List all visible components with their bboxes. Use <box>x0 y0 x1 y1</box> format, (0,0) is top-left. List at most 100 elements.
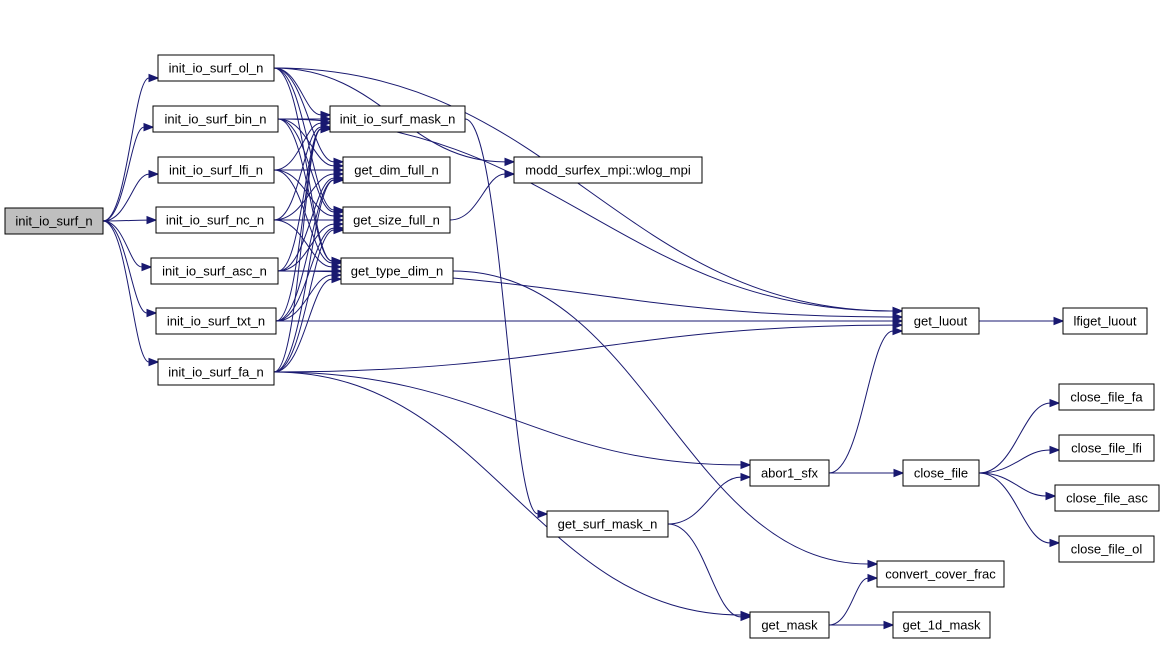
node-init_io_surf_txt_n[interactable]: init_io_surf_txt_n <box>155 307 277 335</box>
node-label: abor1_sfx <box>761 466 819 481</box>
node-close_file_ol[interactable]: close_file_ol <box>1058 535 1155 563</box>
node-box <box>513 156 703 184</box>
node-close_file[interactable]: close_file <box>902 459 980 487</box>
node-init_io_surf_lfi_n[interactable]: init_io_surf_lfi_n <box>157 156 275 184</box>
edge-get_surf_mask_n-to-get_mask <box>667 523 742 618</box>
node-label: init_io_surf_txt_n <box>167 314 265 329</box>
node-box <box>4 207 104 235</box>
node-label: convert_cover_frac <box>885 567 996 582</box>
arrowhead-init_io_surf_n-to-init_io_surf_bin_n <box>143 122 155 132</box>
node-init_io_surf_asc_n[interactable]: init_io_surf_asc_n <box>150 257 279 285</box>
node-label: close_file_lfi <box>1071 441 1142 456</box>
node-close_file_lfi[interactable]: close_file_lfi <box>1058 434 1155 462</box>
node-get_1d_mask[interactable]: get_1d_mask <box>892 611 991 639</box>
node-box <box>749 459 830 487</box>
arrowhead-init_io_surf_n-to-init_io_surf_nc_n <box>146 215 158 225</box>
node-init_io_surf_mask_n[interactable]: init_io_surf_mask_n <box>329 105 466 133</box>
node-init_io_surf_fa_n[interactable]: init_io_surf_fa_n <box>157 358 275 386</box>
edge-init_io_surf_ol_n-to-get_dim_full_n <box>273 67 335 163</box>
arrowhead-init_io_surf_fa_n-to-get_type_dim_n <box>331 274 343 284</box>
arrowhead-get_mask-to-get_1d_mask <box>883 620 895 630</box>
node-lfiget_luout[interactable]: lfiget_luout <box>1062 307 1148 335</box>
node-label: init_io_surf_mask_n <box>340 112 456 127</box>
edge-init_io_surf_fa_n-to-get_dim_full_n <box>273 179 335 373</box>
node-init_io_surf_ol_n[interactable]: init_io_surf_ol_n <box>157 54 275 82</box>
arrowhead-init_io_surf_n-to-init_io_surf_asc_n <box>141 262 153 272</box>
node-label: init_io_surf_bin_n <box>165 112 267 127</box>
node-box <box>546 510 669 538</box>
node-label: init_io_surf_lfi_n <box>169 163 263 178</box>
arrowhead-init_io_surf_n-to-init_io_surf_fa_n <box>148 357 160 367</box>
arrowhead-init_io_surf_ol_n-to-wlog_mpi <box>504 157 516 167</box>
edge-init_io_surf_txt_n-to-get_dim_full_n <box>275 179 335 322</box>
node-label: close_file_fa <box>1070 390 1143 405</box>
node-box <box>876 560 1005 588</box>
node-wlog_mpi[interactable]: modd_surfex_mpi::wlog_mpi <box>513 156 703 184</box>
node-init_io_surf_nc_n[interactable]: init_io_surf_nc_n <box>155 206 275 234</box>
node-box <box>749 611 830 639</box>
nodes-layer: init_io_surf_n init_io_surf_ol_n init_io_s… <box>4 54 1160 639</box>
node-box <box>902 459 980 487</box>
node-box <box>342 206 451 234</box>
node-init_io_surf_bin_n[interactable]: init_io_surf_bin_n <box>152 105 279 133</box>
edge-init_io_surf_n-to-init_io_surf_ol_n <box>102 77 150 222</box>
node-label: init_io_surf_fa_n <box>168 365 263 380</box>
edge-init_io_surf_bin_n-to-get_type_dim_n <box>277 118 333 262</box>
arrowhead-get_luout-to-lfiget_luout <box>1053 316 1065 326</box>
node-label: init_io_surf_n <box>15 214 92 229</box>
edge-init_io_surf_bin_n-to-get_size_full_n <box>277 118 335 213</box>
edge-init_io_surf_fa_n-to-get_mask <box>273 371 742 616</box>
arrowhead-get_surf_mask_n-to-get_mask <box>740 612 752 622</box>
node-convert_cover_frac[interactable]: convert_cover_frac <box>876 560 1005 588</box>
node-get_luout[interactable]: get_luout <box>901 307 980 335</box>
arrowhead-init_io_surf_fa_n-to-abor1_sfx <box>740 460 752 470</box>
node-get_dim_full_n[interactable]: get_dim_full_n <box>342 156 451 184</box>
node-box <box>1058 434 1155 462</box>
edge-init_io_surf_mask_n-to-get_surf_mask_n <box>464 118 539 515</box>
arrowhead-init_io_surf_bin_n-to-get_luout <box>892 306 904 316</box>
node-label: get_dim_full_n <box>354 163 439 178</box>
node-label: get_type_dim_n <box>351 264 444 279</box>
arrowhead-init_io_surf_fa_n-to-init_io_surf_mask_n <box>320 124 332 134</box>
node-box <box>1054 484 1160 512</box>
edge-init_io_surf_fa_n-to-init_io_surf_mask_n <box>273 128 322 373</box>
edge-init_io_surf_lfi_n-to-get_type_dim_n <box>273 169 333 264</box>
edge-init_io_surf_fa_n-to-get_size_full_n <box>273 229 335 373</box>
node-get_type_dim_n[interactable]: get_type_dim_n <box>340 257 454 285</box>
node-box <box>157 156 275 184</box>
node-get_size_full_n[interactable]: get_size_full_n <box>342 206 451 234</box>
node-box <box>157 54 275 82</box>
node-label: get_mask <box>761 618 818 633</box>
node-box <box>1062 307 1148 335</box>
edge-get_surf_mask_n-to-abor1_sfx <box>667 476 742 525</box>
edge-init_io_surf_bin_n-to-get_dim_full_n <box>277 118 335 167</box>
node-label: close_file_asc <box>1066 491 1148 506</box>
node-box <box>152 105 279 133</box>
node-abor1_sfx[interactable]: abor1_sfx <box>749 459 830 487</box>
edge-init_io_surf_n-to-init_io_surf_bin_n <box>102 126 145 222</box>
edge-init_io_surf_txt_n-to-get_type_dim_n <box>275 274 333 322</box>
node-close_file_asc[interactable]: close_file_asc <box>1054 484 1160 512</box>
node-box <box>329 105 466 133</box>
arrowhead-close_file-to-close_file_ol <box>1049 538 1061 548</box>
edge-close_file-to-close_file_asc <box>978 472 1047 497</box>
node-init_io_surf_n[interactable]: init_io_surf_n <box>4 207 104 235</box>
node-box <box>1058 535 1155 563</box>
node-get_surf_mask_n[interactable]: get_surf_mask_n <box>546 510 669 538</box>
arrowhead-get_size_full_n-to-wlog_mpi <box>504 169 516 179</box>
node-close_file_fa[interactable]: close_file_fa <box>1058 383 1155 411</box>
node-box <box>342 156 451 184</box>
edge-get_mask-to-convert_cover_frac <box>828 577 869 626</box>
edge-close_file-to-close_file_ol <box>978 472 1051 544</box>
node-get_mask[interactable]: get_mask <box>749 611 830 639</box>
node-label: init_io_surf_nc_n <box>166 213 264 228</box>
node-label: get_luout <box>914 314 968 329</box>
node-box <box>157 358 275 386</box>
edge-abor1_sfx-to-get_luout <box>828 330 894 474</box>
edges-layer <box>102 67 1065 630</box>
edge-get_type_dim_n-to-convert_cover_frac <box>452 270 869 565</box>
node-label: get_1d_mask <box>902 618 981 633</box>
node-label: init_io_surf_ol_n <box>169 61 264 76</box>
node-box <box>155 206 275 234</box>
node-box <box>1058 383 1155 411</box>
